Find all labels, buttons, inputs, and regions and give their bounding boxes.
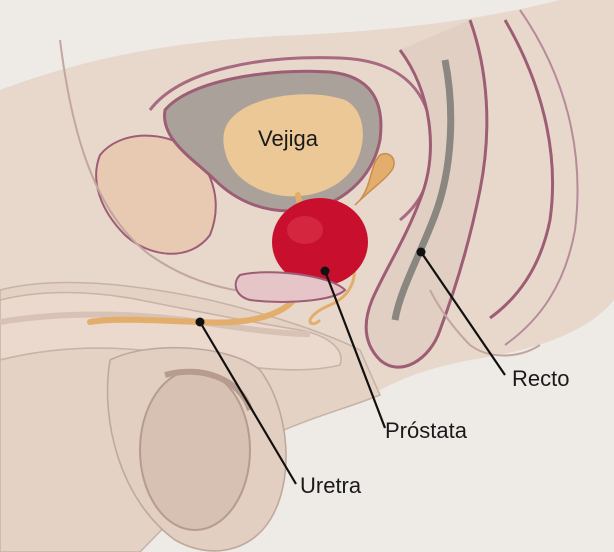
prostate-highlight (287, 216, 323, 244)
seminal-vesicle (354, 153, 395, 206)
bladder (223, 94, 363, 197)
pelvic-floor (234, 271, 347, 303)
sacrum-inner (504, 9, 579, 346)
urethra-leader-line (199, 321, 297, 485)
urethra-label: Uretra (300, 473, 362, 498)
bladder-label: Vejiga (258, 126, 319, 151)
anal-canal (429, 289, 541, 357)
rectum-leader-line (420, 251, 506, 376)
prostate-label: Próstata (385, 418, 468, 443)
rectum-label: Recto (512, 366, 569, 391)
prostate-leader-line (323, 270, 387, 429)
sacrum (489, 19, 555, 320)
pubic-bone (95, 134, 217, 255)
rectum-lumen (391, 59, 455, 321)
testicle (139, 369, 251, 531)
rectum-wall (364, 19, 489, 369)
